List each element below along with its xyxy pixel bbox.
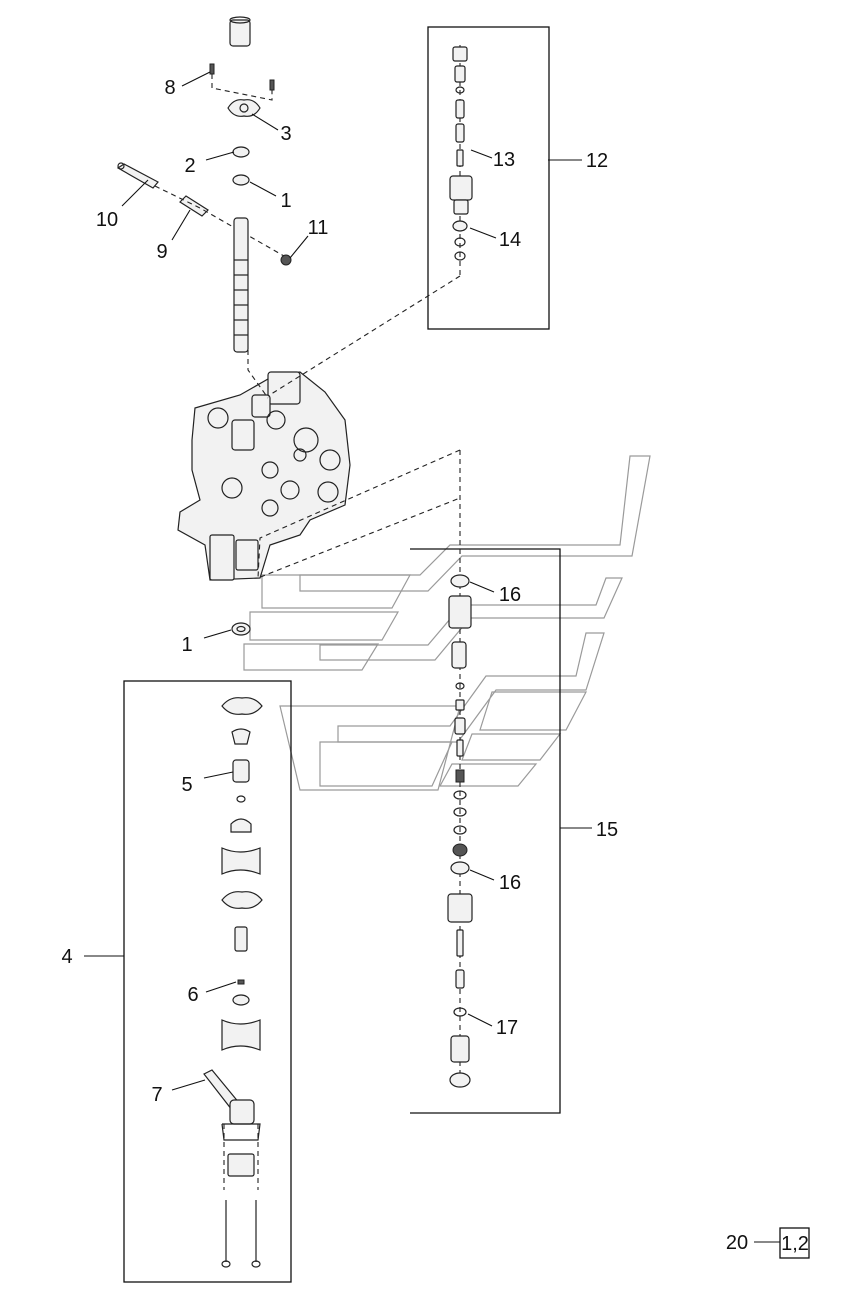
callout-5: 5 <box>181 774 192 796</box>
callout-11: 11 <box>308 217 329 239</box>
detail-frame-15 <box>410 548 561 1114</box>
pin-axis-line <box>154 185 285 257</box>
plate-part-3 <box>227 99 261 117</box>
page-reference: 20 1,2 <box>726 1227 810 1259</box>
spool-cap-part <box>229 16 251 47</box>
leader-lines <box>84 71 780 1243</box>
watermark-logo <box>243 455 651 791</box>
screw-part-8 <box>209 63 275 101</box>
relief-valve-assembly-12 <box>449 45 473 276</box>
callout-17: 17 <box>496 1017 518 1039</box>
control-assembly-4 <box>203 697 263 1268</box>
detail-15-to-body-line <box>257 449 461 579</box>
callout-8: 8 <box>164 77 175 99</box>
valve-body <box>177 371 351 581</box>
reference-box <box>779 1227 810 1259</box>
callout-16-lower: 16 <box>499 872 521 894</box>
nut-part-11 <box>280 254 292 266</box>
page-number: 20 <box>726 1232 748 1254</box>
callout-9: 9 <box>156 241 167 263</box>
callout-12: 12 <box>586 150 608 172</box>
callout-1-upper: 1 <box>280 190 291 212</box>
callout-16-upper: 16 <box>499 584 521 606</box>
seal-part-1-upper <box>232 174 250 186</box>
reference-label: 1,2 <box>781 1233 809 1255</box>
detail-frame-12 <box>427 26 550 330</box>
callout-3: 3 <box>280 123 291 145</box>
callout-2: 2 <box>184 155 195 177</box>
callout-13: 13 <box>493 149 515 171</box>
pin-part-9 <box>179 195 209 217</box>
pin-part-10 <box>116 162 159 189</box>
ring-part-2 <box>232 146 250 158</box>
seal-part-1-lower <box>231 622 251 636</box>
spool-part <box>233 217 249 353</box>
spool-to-body-line <box>247 350 269 399</box>
callout-1-lower: 1 <box>181 634 192 656</box>
detail-frame-4 <box>123 680 292 1283</box>
valve-assembly-15 <box>447 574 473 1088</box>
detail-12-to-body-line <box>267 275 461 397</box>
callout-4: 4 <box>61 946 72 968</box>
callout-6: 6 <box>187 984 198 1006</box>
callout-15: 15 <box>596 819 618 841</box>
callout-10: 10 <box>96 209 118 231</box>
callout-14: 14 <box>499 229 521 251</box>
callout-7: 7 <box>151 1084 162 1106</box>
